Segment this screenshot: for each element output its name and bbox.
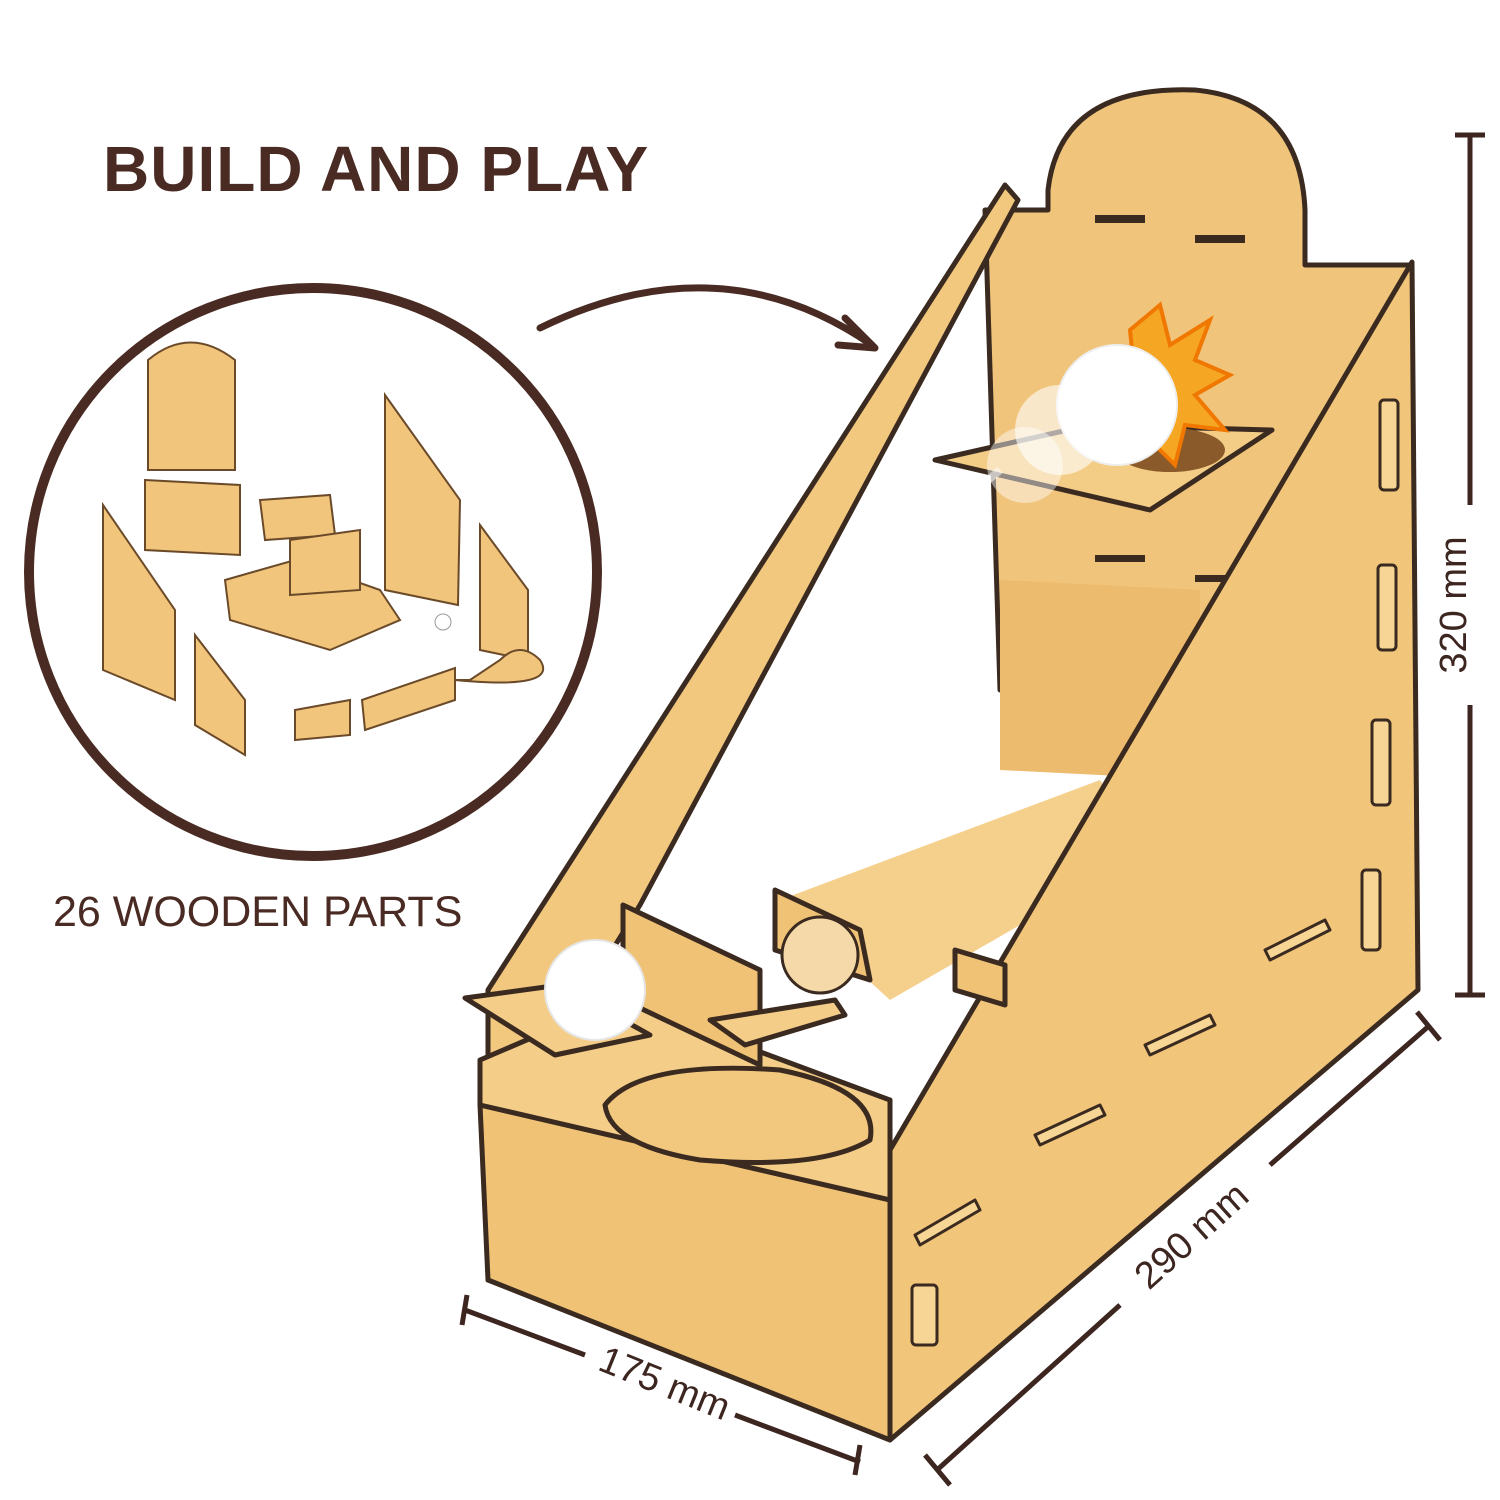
disc <box>780 915 860 995</box>
ball-icon <box>434 613 452 631</box>
parts-circle <box>24 283 602 861</box>
parts-caption: 26 WOODEN PARTS <box>53 888 463 936</box>
headline: BUILD AND PLAY <box>103 133 650 205</box>
ball-trail-icon <box>1015 385 1105 475</box>
dimension-lines <box>459 132 1485 1487</box>
trajectory <box>696 466 1003 902</box>
exploded-parts <box>102 341 545 757</box>
wooden-game <box>462 87 1421 1443</box>
height-dimension: 320 mm <box>1433 536 1475 673</box>
arrow-icon <box>536 284 879 352</box>
ball-icon <box>544 939 646 1041</box>
ball-trail-icon <box>987 427 1063 503</box>
